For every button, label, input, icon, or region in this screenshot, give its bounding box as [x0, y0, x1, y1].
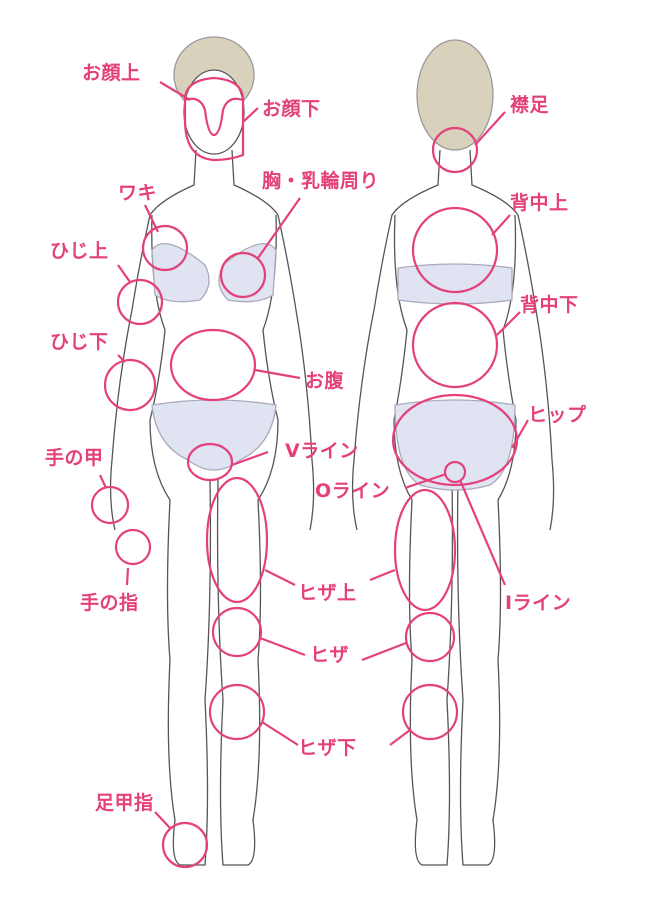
- label-face-lower: お顔下: [262, 98, 321, 120]
- back-knee-zone: [404, 611, 456, 663]
- label-v-line: Vライン: [285, 440, 359, 462]
- label-back-of-hand: 手の甲: [45, 447, 104, 469]
- label-lower-elbow: ひじ下: [50, 331, 109, 353]
- underarm-zone: [141, 224, 189, 272]
- label-i-line: Iライン: [505, 592, 572, 614]
- label-above-knee: ヒザ上: [298, 582, 357, 604]
- label-belly: お腹: [305, 370, 345, 392]
- label-o-line: Oライン: [315, 480, 391, 502]
- back-above-knee-zone: [393, 488, 457, 612]
- o-line-zone: [443, 460, 467, 484]
- belly-zone: [169, 328, 257, 402]
- face-zone: [183, 76, 245, 162]
- label-below-knee: ヒザ下: [298, 737, 357, 759]
- label-nape: 襟足: [510, 94, 550, 116]
- lower-elbow-zone: [103, 358, 157, 412]
- below-knee-zone: [208, 683, 266, 741]
- label-chest: 胸・乳輪周り: [262, 170, 380, 192]
- label-fingers: 手の指: [80, 592, 139, 614]
- knee-zone: [211, 606, 263, 658]
- feet-zone: [161, 821, 209, 869]
- label-upper-elbow: ひじ上: [50, 240, 109, 262]
- front-body-outline: [109, 36, 315, 866]
- upper-elbow-zone: [116, 278, 164, 326]
- back-body-outline: [351, 39, 555, 866]
- front-zones: [90, 76, 306, 869]
- back-zones: [361, 111, 529, 746]
- label-underarm: ワキ: [118, 182, 158, 204]
- back-of-hand-zone: [90, 485, 130, 525]
- nape-zone: [431, 126, 479, 174]
- label-face-upper: お顔上: [82, 62, 141, 84]
- above-knee-zone: [205, 476, 269, 604]
- lower-back-zone: [411, 301, 499, 389]
- label-upper-back: 背中上: [510, 192, 569, 214]
- back-below-knee-zone: [401, 683, 459, 741]
- v-line-zone: [186, 442, 234, 482]
- label-lower-back: 背中下: [520, 294, 579, 316]
- upper-back-zone: [411, 206, 499, 294]
- fingers-zone: [114, 528, 152, 566]
- label-knee: ヒザ: [310, 644, 350, 666]
- label-feet-toes: 足甲指: [95, 792, 154, 814]
- label-hip: ヒップ: [528, 404, 587, 426]
- chest-zone: [219, 251, 267, 299]
